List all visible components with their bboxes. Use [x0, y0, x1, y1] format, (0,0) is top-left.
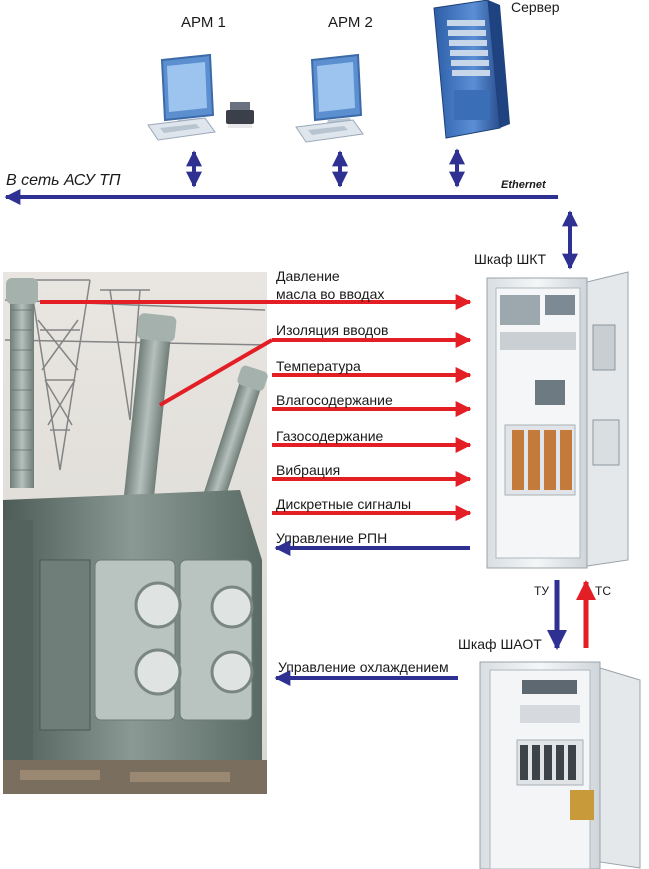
- signal-label-vibration: Вибрация: [276, 462, 340, 478]
- signal-label-oil-pressure-2: масла во вводах: [276, 286, 384, 302]
- workstation-1-icon: [148, 55, 254, 140]
- tu-ts-arrows: [557, 580, 586, 648]
- arm2-label: АРМ 2: [328, 15, 373, 31]
- signal-label-cooling-control: Управление охлаждением: [278, 659, 449, 675]
- cabinet-shkt: [487, 272, 628, 568]
- cabinet-shkt-label: Шкаф ШКТ: [474, 251, 546, 267]
- transformer-photo: [3, 272, 269, 794]
- workstation-2-icon: [296, 55, 363, 142]
- server-label: Сервер: [511, 0, 560, 15]
- signal-label-temperature: Температура: [276, 358, 361, 374]
- signal-label-gas: Газосодержание: [276, 428, 383, 444]
- server-icon: [434, 0, 510, 138]
- asu-network-label: В сеть АСУ ТП: [6, 173, 121, 189]
- signal-label-oil-pressure-1: Давление: [276, 268, 340, 284]
- ethernet-label: Ethernet: [501, 177, 546, 193]
- tu-label: ТУ: [534, 583, 549, 599]
- signal-label-moisture: Влагосодержание: [276, 392, 393, 408]
- ts-label: ТС: [595, 583, 611, 599]
- signal-label-insulation: Изоляция вводов: [276, 322, 388, 338]
- signal-label-rpn-control: Управление РПН: [276, 530, 387, 546]
- arm1-label: АРМ 1: [181, 15, 226, 31]
- cabinet-shaot-label: Шкаф ШАОТ: [458, 636, 542, 652]
- cabinet-shaot: [480, 662, 640, 869]
- signal-label-discrete: Дискретные сигналы: [276, 496, 411, 512]
